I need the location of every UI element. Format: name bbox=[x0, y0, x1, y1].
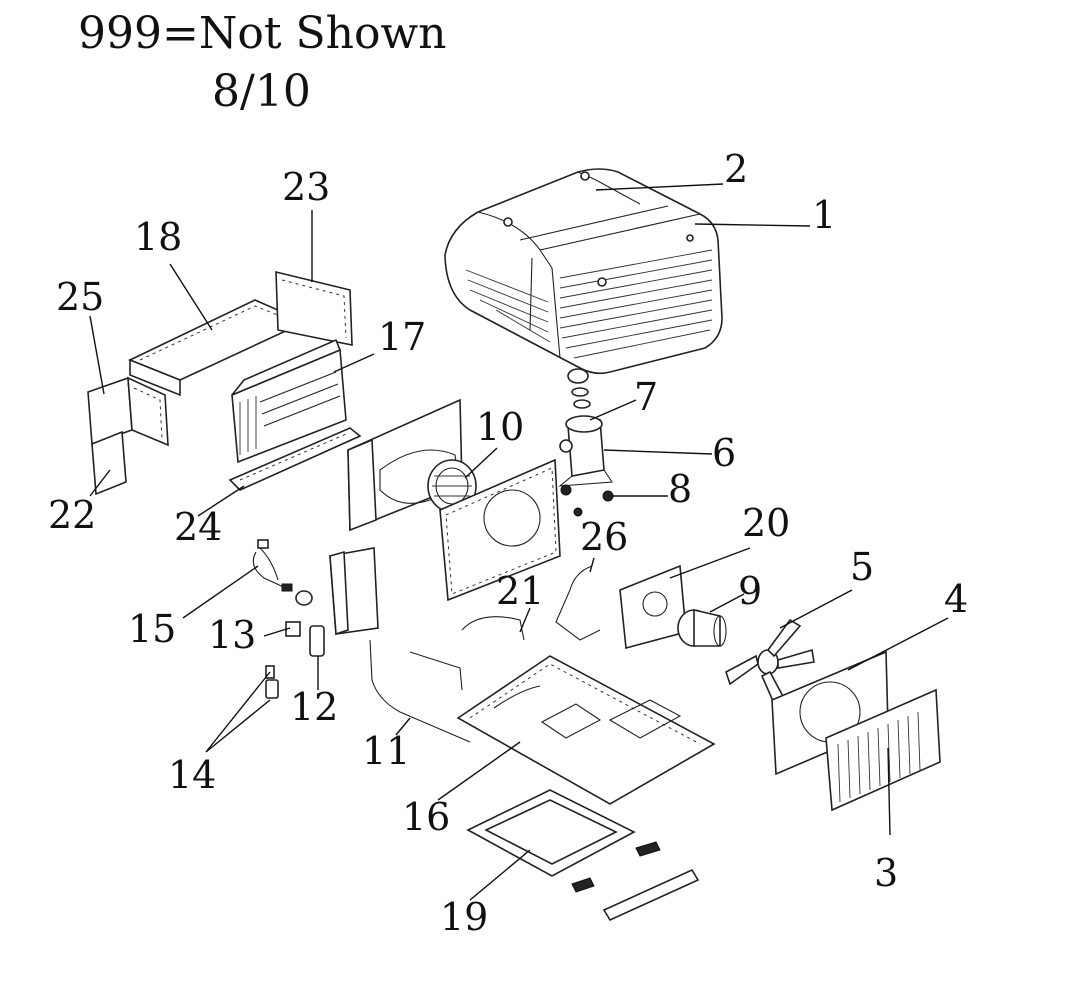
label-19: 19 bbox=[440, 895, 488, 939]
base-pan-16 bbox=[456, 655, 716, 805]
gasket-frame-19 bbox=[466, 789, 636, 877]
label-4: 4 bbox=[944, 577, 968, 621]
label-21: 21 bbox=[496, 569, 544, 613]
label-5: 5 bbox=[850, 545, 874, 589]
label-1: 1 bbox=[812, 193, 836, 237]
label-16: 16 bbox=[402, 795, 450, 839]
page-indicator: 8/10 bbox=[212, 66, 311, 117]
end-panel-25 bbox=[87, 376, 169, 447]
label-7: 7 bbox=[634, 375, 658, 419]
label-8: 8 bbox=[668, 467, 692, 511]
bulkhead-plate bbox=[439, 458, 561, 602]
capacitor-12 bbox=[309, 625, 325, 657]
label-24: 24 bbox=[174, 505, 222, 549]
label-22: 22 bbox=[48, 493, 96, 537]
tubing-26 bbox=[555, 565, 601, 641]
switch-13 bbox=[285, 590, 313, 637]
label-6: 6 bbox=[712, 431, 736, 475]
top-panel-18 bbox=[128, 299, 307, 397]
label-11: 11 bbox=[362, 729, 410, 773]
control-box bbox=[329, 547, 379, 636]
blower-housing bbox=[347, 398, 463, 532]
condenser-coil-3 bbox=[825, 688, 941, 812]
label-3: 3 bbox=[874, 851, 898, 895]
part-labels: 1 2 3 4 5 6 7 8 9 10 11 12 13 14 15 16 1… bbox=[48, 147, 968, 939]
label-13: 13 bbox=[208, 613, 256, 657]
grommets-8 bbox=[560, 484, 614, 517]
capacitor-14 bbox=[265, 665, 279, 699]
seal-strips bbox=[571, 841, 700, 922]
leader-lines bbox=[89, 183, 949, 901]
note-not-shown: 999=Not Shown bbox=[78, 8, 446, 59]
label-20: 20 bbox=[742, 501, 790, 545]
label-9: 9 bbox=[738, 569, 762, 613]
drain-pan-24 bbox=[228, 427, 362, 491]
label-2: 2 bbox=[724, 147, 748, 191]
shroud-cover bbox=[444, 168, 723, 375]
label-15: 15 bbox=[128, 607, 176, 651]
label-26: 26 bbox=[580, 515, 628, 559]
compressor-fittings-7 bbox=[567, 368, 591, 409]
tubing-21 bbox=[409, 616, 525, 691]
motor-bracket-20 bbox=[619, 564, 687, 650]
label-18: 18 bbox=[134, 215, 182, 259]
filter-pad-22 bbox=[91, 430, 127, 496]
label-23: 23 bbox=[282, 165, 330, 209]
wire-11 bbox=[369, 639, 471, 743]
compressor-6 bbox=[558, 415, 613, 487]
label-12: 12 bbox=[290, 685, 338, 729]
fan-motor-9 bbox=[677, 608, 727, 647]
label-17: 17 bbox=[378, 315, 426, 359]
wire-harness-15 bbox=[252, 539, 293, 592]
label-10: 10 bbox=[476, 405, 524, 449]
label-14: 14 bbox=[168, 753, 216, 797]
label-25: 25 bbox=[56, 275, 104, 319]
side-panel-23 bbox=[275, 270, 353, 346]
evaporator-coil-17 bbox=[231, 338, 347, 464]
